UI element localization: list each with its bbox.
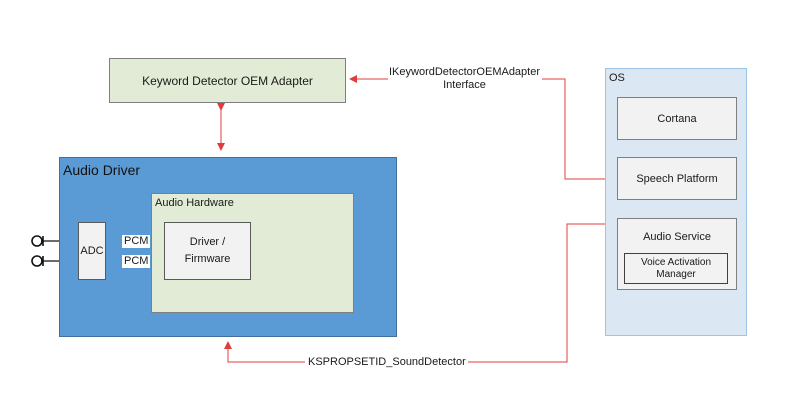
property-connector-right [454,220,614,363]
voice-activation-manager-box: Voice Activation Manager [624,253,728,284]
os-label: OS [609,72,625,84]
audio-driver-label: Audio Driver [63,162,141,178]
voice-activation-line1: Voice Activation [640,256,712,268]
audio-hardware-label: Audio Hardware [155,197,234,209]
adc-box: ADC [78,222,106,280]
keyword-adapter-label: Keyword Detector OEM Adapter [142,73,313,88]
pcm-label: PCM [122,255,151,268]
audio-service-label: Audio Service [643,231,711,243]
driver-firmware-line1: Driver / [189,236,226,248]
driver-firmware-box: Driver / Firmware [164,222,251,280]
interface-connector-right [542,78,614,183]
property-label: KSPROPSETID_SoundDetector [306,356,468,369]
voice-activation-line2: Manager [656,268,696,280]
driver-firmware-line2: Firmware [184,253,231,265]
interface-label-line1: IKeywordDetectorOEMAdapter [389,66,541,78]
cortana-box: Cortana [617,97,737,140]
speech-platform-box: Speech Platform [617,157,737,200]
adc-label: ADC [80,245,104,257]
keyword-detector-oem-adapter: Keyword Detector OEM Adapter [109,58,346,103]
speech-platform-label: Speech Platform [636,172,718,185]
interface-label: IKeywordDetectorOEMAdapter Interface [389,66,541,92]
pcm-label: PCM [122,235,151,248]
property-connector-left [224,341,305,363]
interface-label-line2: Interface [443,79,486,91]
cortana-label: Cortana [657,112,697,125]
